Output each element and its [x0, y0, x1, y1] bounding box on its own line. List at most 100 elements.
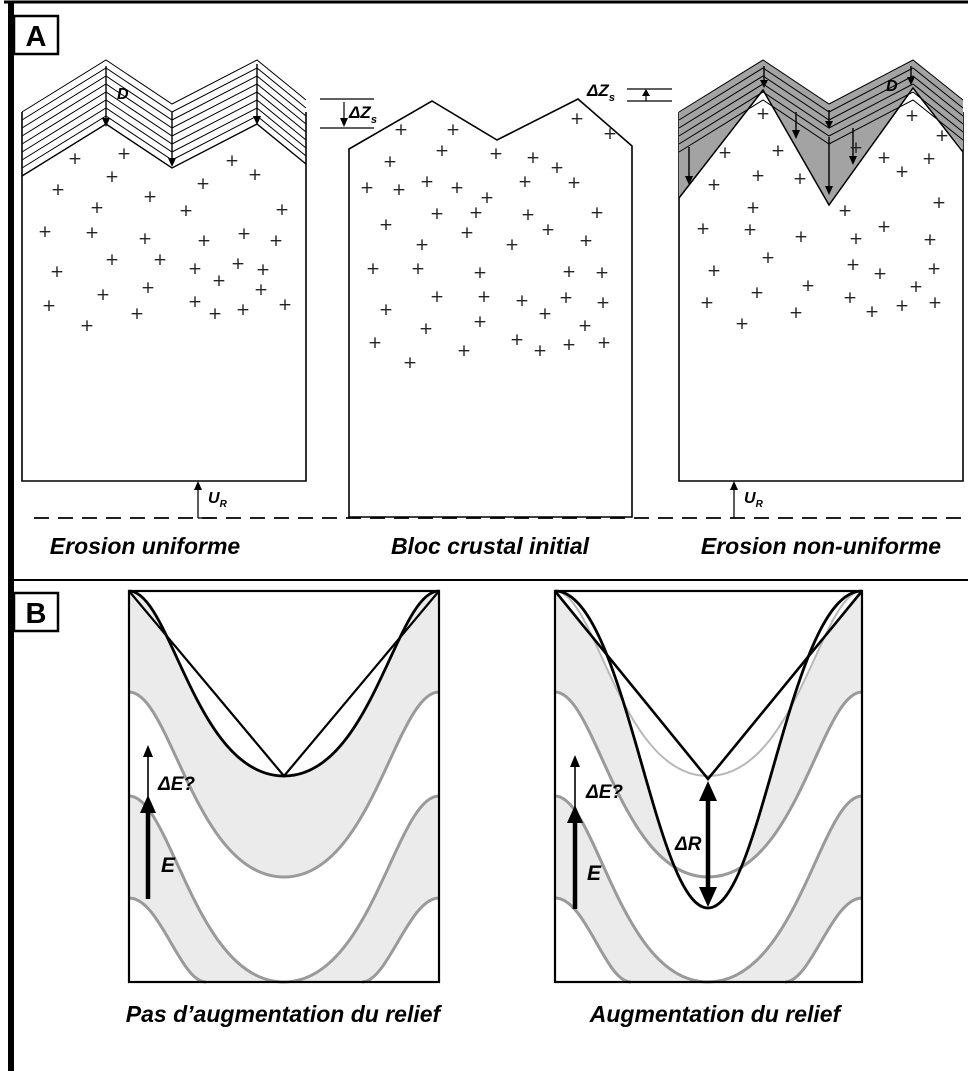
rock-cross: + — [256, 260, 270, 280]
rock-cross: + — [450, 178, 464, 198]
rock-cross: + — [597, 333, 611, 353]
rock-cross: + — [696, 219, 710, 239]
dz-label-initial: ΔZs — [348, 103, 377, 126]
caption-no-relief-increase: Pas d’augmentation du relief — [126, 1001, 443, 1027]
block-nonuniform-erosion: D UR — [678, 59, 964, 518]
rock-cross: + — [707, 175, 721, 195]
rock-cross: + — [105, 167, 119, 187]
eroded-wedges-nonuniform — [679, 60, 963, 205]
rock-cross: + — [231, 254, 245, 274]
rock-cross: + — [196, 174, 210, 194]
de-label-right: ΔE? — [585, 782, 623, 803]
rock-cross: + — [212, 271, 226, 291]
uplift-arrow-nonuniform — [730, 481, 738, 518]
denudation-arrows-uniform — [102, 64, 261, 167]
panel-label-a-box: A — [12, 14, 60, 56]
rock-cross: + — [50, 262, 64, 282]
rock-cross: + — [460, 223, 474, 243]
block-initial-outline — [348, 98, 633, 518]
rock-cross: + — [38, 222, 52, 242]
rock-cross: + — [473, 312, 487, 332]
dz-marker-right — [627, 88, 672, 102]
caption-relief-increase: Augmentation du relief — [589, 1001, 843, 1027]
rock-cross: + — [80, 316, 94, 336]
caption-initial-block: Bloc crustal initial — [391, 533, 590, 559]
e-label-left: E — [161, 854, 176, 877]
rock-cross: + — [420, 172, 434, 192]
rock-cross: + — [521, 205, 535, 225]
frame-right-diagram — [553, 589, 864, 984]
rock-cross: + — [360, 178, 374, 198]
rock-cross: + — [515, 291, 529, 311]
rock-cross: + — [595, 263, 609, 283]
frame-left-diagram — [127, 589, 441, 984]
rock-cross: + — [477, 287, 491, 307]
rock-cross: + — [849, 138, 863, 158]
e-label-right: E — [587, 862, 602, 885]
rock-cross: + — [846, 255, 860, 275]
rock-cross: + — [801, 276, 815, 296]
rock-cross: + — [446, 120, 460, 140]
dz-marker-initial — [320, 98, 374, 129]
rock-cross: + — [473, 263, 487, 283]
band-lower-left — [129, 796, 439, 982]
rock-cross: + — [366, 259, 380, 279]
rock-cross: + — [225, 151, 239, 171]
rock-cross: + — [932, 193, 946, 213]
exhumation-arrows-left — [140, 745, 156, 899]
caption-uniform-erosion: Erosion uniforme — [50, 533, 241, 559]
rock-cross: + — [750, 283, 764, 303]
rock-cross: + — [379, 215, 393, 235]
rock-cross: + — [85, 223, 99, 243]
rock-cross: + — [430, 287, 444, 307]
rock-cross: + — [275, 200, 289, 220]
rock-cross: + — [849, 229, 863, 249]
panel-label-b: B — [26, 598, 47, 630]
rock-cross: + — [865, 302, 879, 322]
rock-cross: + — [877, 217, 891, 237]
band-upper-right — [555, 591, 862, 877]
rock-cross: + — [237, 224, 251, 244]
uplift-arrow-uniform — [194, 481, 214, 519]
eroded-layers-nonuniform — [678, 59, 964, 207]
rock-cross: + — [269, 231, 283, 251]
rock-cross: + — [550, 158, 564, 178]
rock-cross: + — [567, 173, 581, 193]
rock-cross: + — [743, 220, 757, 240]
rock-cross: + — [843, 288, 857, 308]
rock-cross: + — [793, 169, 807, 189]
denudation-label-nonuniform: D — [886, 78, 898, 95]
denudation-label-uniform: D — [117, 86, 129, 103]
rock-cross: + — [188, 292, 202, 312]
rock-cross: + — [130, 304, 144, 324]
rock-cross: + — [603, 124, 617, 144]
rock-cross: + — [746, 198, 760, 218]
panel-label-a: A — [26, 21, 47, 53]
rock-cross: + — [188, 259, 202, 279]
rock-cross: + — [138, 229, 152, 249]
rock-cross: + — [278, 295, 292, 315]
denudation-arrows-nonuniform — [685, 66, 915, 195]
rock-cross: + — [489, 144, 503, 164]
rock-cross: + — [596, 293, 610, 313]
band-lower-right — [555, 796, 862, 982]
rock-cross: + — [718, 143, 732, 163]
rock-cross: + — [51, 180, 65, 200]
rock-cross: + — [90, 198, 104, 218]
rock-cross: + — [895, 162, 909, 182]
rock-cross: + — [927, 259, 941, 279]
uplift-label-nonuniform: UR — [744, 490, 764, 510]
de-label-left: ΔE? — [157, 774, 195, 795]
block-nonuniform-outline — [678, 112, 964, 482]
rock-cross: + — [771, 141, 785, 161]
rock-cross: + — [505, 235, 519, 255]
rock-cross: + — [895, 296, 909, 316]
rock-cross: + — [105, 250, 119, 270]
topo-linear-right — [553, 590, 864, 782]
exhumation-arrows-right — [567, 755, 583, 909]
rock-cross: + — [469, 203, 483, 223]
rock-cross: + — [457, 341, 471, 361]
rock-cross: + — [197, 231, 211, 251]
rock-cross: + — [411, 259, 425, 279]
